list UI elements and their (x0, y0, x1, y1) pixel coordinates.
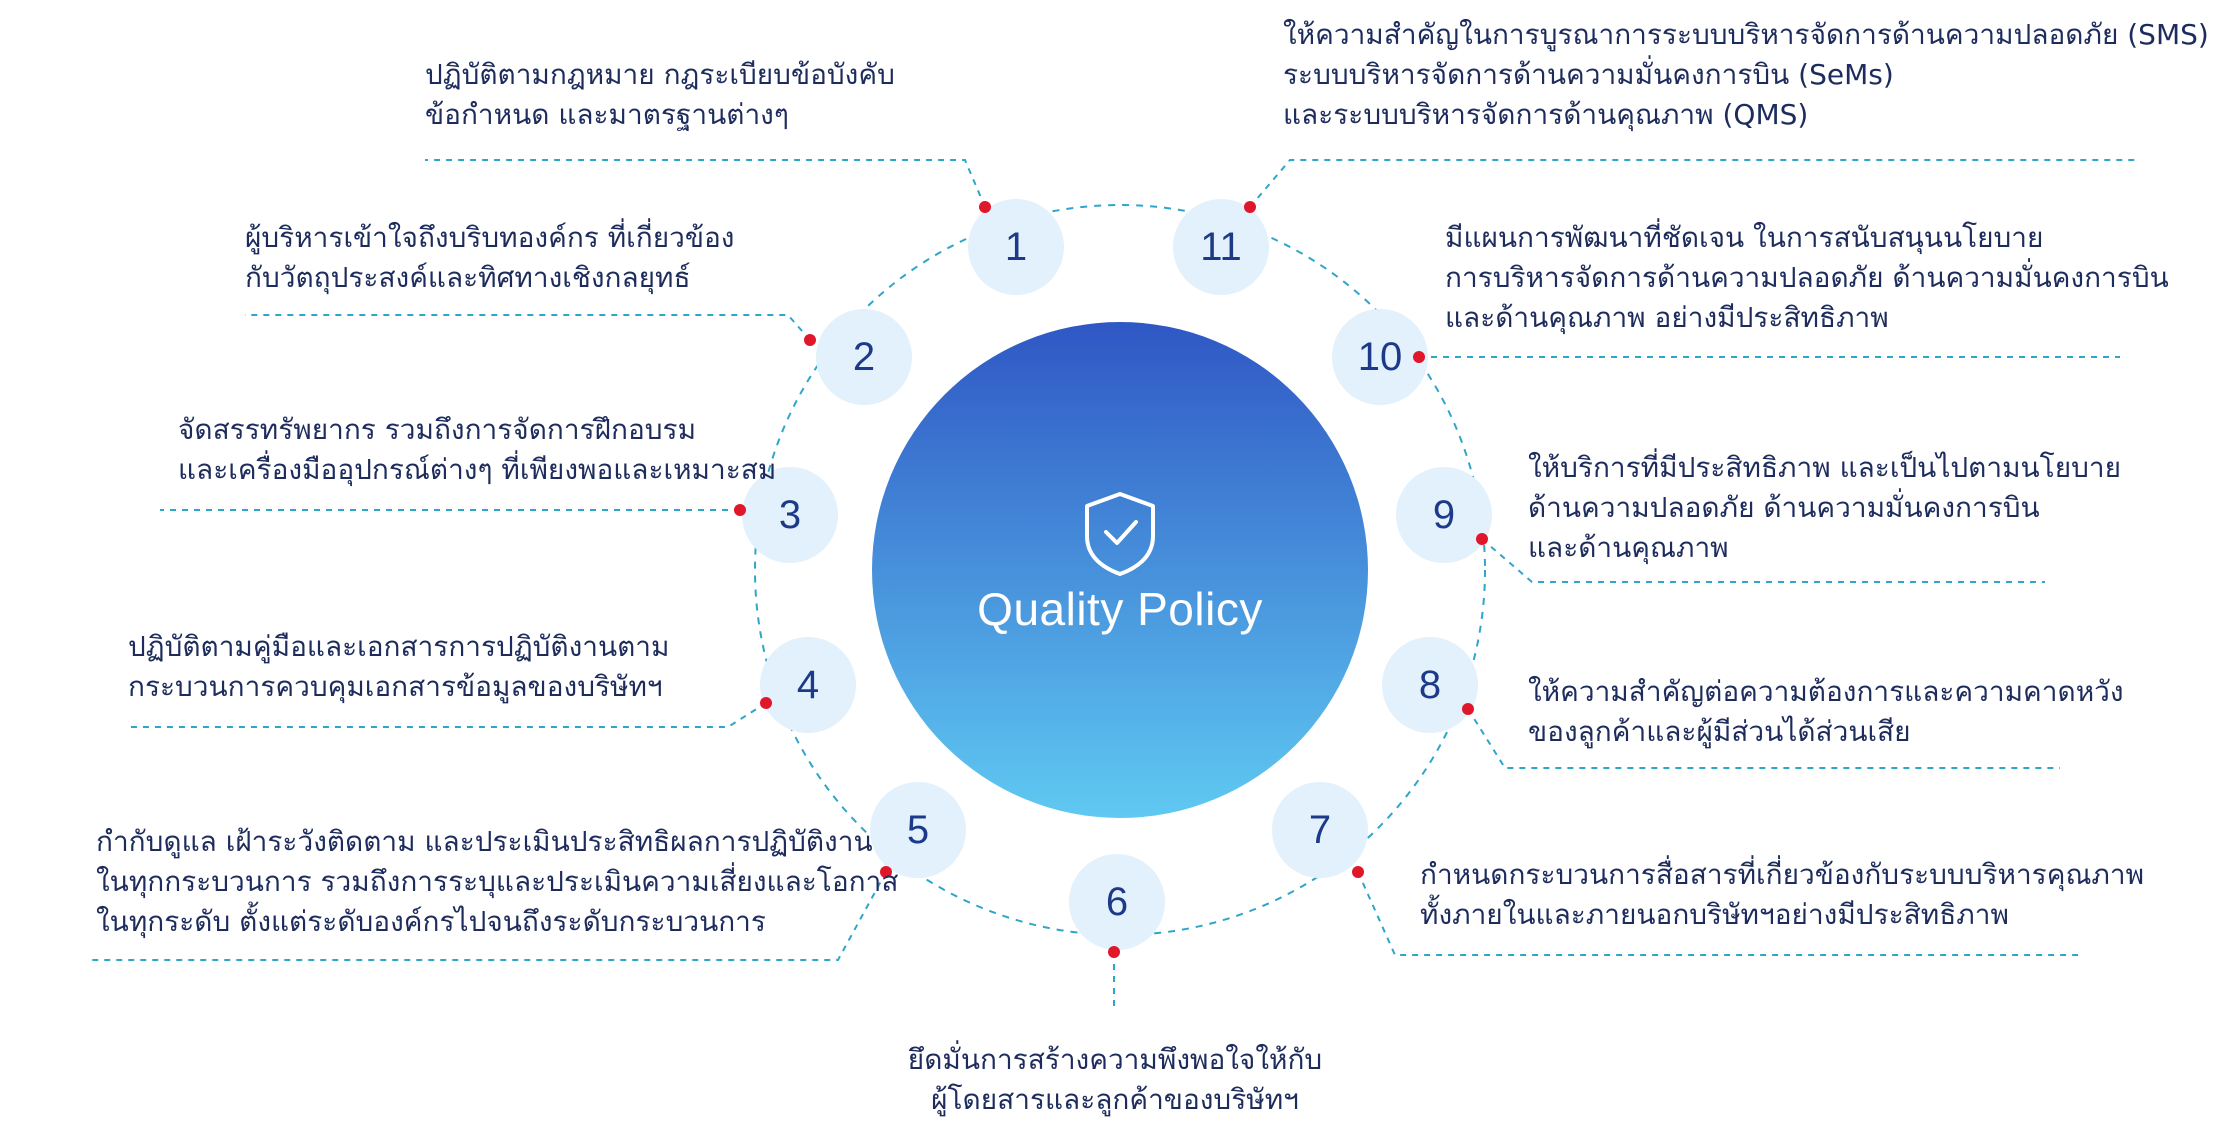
center-title: Quality Policy (977, 583, 1263, 635)
policy-text-11-line-3: และระบบบริหารจัดการด้านคุณภาพ (QMS) (1283, 98, 1809, 131)
connector-dot-2 (804, 334, 816, 346)
connector-line-5 (92, 871, 887, 961)
node-number-11: 11 (1200, 225, 1242, 269)
policy-text-10-line-1: มีแผนการพัฒนาที่ชัดเจน ในการสนับสนุนนโยบ… (1445, 221, 2044, 254)
policy-text-6: ยึดมั่นการสร้างความพึงพอใจให้กับผู้โดยสา… (880, 1040, 1350, 1120)
node-number-9: 9 (1432, 493, 1456, 537)
node-number-4: 4 (796, 663, 820, 707)
policy-text-1-line-1: ปฏิบัติตามกฎหมาย กฎระเบียบข้อบังคับ (425, 58, 895, 91)
node-circle-2 (816, 309, 912, 405)
node-circle-1 (968, 199, 1064, 295)
policy-text-6-line-1: ยึดมั่นการสร้างความพึงพอใจให้กับ (907, 1043, 1323, 1076)
node-number-8: 8 (1418, 663, 1442, 707)
connector-dot-8 (1462, 703, 1474, 715)
connector-line-1 (425, 159, 986, 208)
policy-text-1-line-2: ข้อกำหนด และมาตรฐานต่างๆ (425, 98, 789, 131)
node-number-2: 2 (852, 335, 876, 379)
policy-text-3: จัดสรรทรัพยากร รวมถึงการจัดการฝึกอบรมและ… (178, 410, 776, 490)
node-circle-4 (760, 637, 856, 733)
policy-text-11-line-1: ให้ความสำคัญในการบูรณาการระบบบริหารจัดกา… (1283, 18, 2209, 51)
connector-dot-3 (734, 504, 746, 516)
policy-text-5: กำกับดูแล เฝ้าระวังติดตาม และประเมินประส… (96, 822, 898, 942)
node-number-6: 6 (1105, 880, 1129, 924)
policy-text-5-line-1: กำกับดูแล เฝ้าระวังติดตาม และประเมินประส… (96, 825, 873, 858)
node-number-3: 3 (778, 493, 802, 537)
node-circle-3 (742, 467, 838, 563)
node-number-5: 5 (906, 808, 930, 852)
connector-line-11 (1249, 159, 2140, 208)
node-ring (754, 204, 1486, 936)
policy-text-7-line-2: ทั้งภายในและภายนอกบริษัทฯอย่างมีประสิทธิ… (1420, 898, 2009, 931)
policy-text-8-line-2: ของลูกค้าและผู้มีส่วนได้ส่วนเสีย (1528, 715, 1911, 748)
node-circle-6 (1069, 854, 1165, 950)
policy-text-5-line-3: ในทุกระดับ ตั้งแต่ระดับองค์กรไปจนถึงระดั… (96, 905, 766, 938)
connector-dot-1 (979, 201, 991, 213)
policy-text-2-line-1: ผู้บริหารเข้าใจถึงบริบทองค์กร ที่เกี่ยวข… (245, 221, 735, 254)
number-nodes (734, 199, 1492, 958)
connector-lines (92, 159, 2140, 1010)
policy-text-2: ผู้บริหารเข้าใจถึงบริบทองค์กร ที่เกี่ยวข… (245, 218, 734, 298)
policy-text-8: ให้ความสำคัญต่อความต้องการและความคาดหวัง… (1528, 672, 2124, 752)
node-number-1: 1 (1004, 225, 1028, 269)
policy-text-5-line-2: ในทุกกระบวนการ รวมถึงการระบุและประเมินคว… (96, 865, 899, 898)
policy-text-4-line-1: ปฏิบัติตามคู่มือและเอกสารการปฏิบัติงานตา… (128, 630, 670, 663)
connector-dot-11 (1244, 201, 1256, 213)
policy-text-8-line-1: ให้ความสำคัญต่อความต้องการและความคาดหวัง (1528, 675, 2124, 708)
connector-dot-9 (1476, 533, 1488, 545)
connector-dot-5 (880, 866, 892, 878)
policy-text-10-line-3: และด้านคุณภาพ อย่างมีประสิทธิภาพ (1445, 301, 1889, 334)
policy-text-10-line-2: การบริหารจัดการด้านความปลอดภัย ด้านความม… (1445, 261, 2169, 294)
connector-line-9 (1481, 538, 2045, 583)
node-circle-5 (870, 782, 966, 878)
policy-text-3-line-1: จัดสรรทรัพยากร รวมถึงการจัดการฝึกอบรม (178, 413, 697, 446)
policy-text-6-line-2: ผู้โดยสารและลูกค้าของบริษัทฯ (931, 1083, 1299, 1116)
node-circle-8 (1382, 637, 1478, 733)
policy-text-3-line-2: และเครื่องมืออุปกรณ์ต่างๆ ที่เพียงพอและเ… (178, 453, 777, 486)
connector-dot-6 (1108, 946, 1120, 958)
node-number-7: 7 (1308, 808, 1332, 852)
policy-text-9: ให้บริการที่มีประสิทธิภาพ และเป็นไปตามนโ… (1528, 448, 2121, 568)
node-number-10: 10 (1357, 335, 1403, 379)
policy-text-11: ให้ความสำคัญในการบูรณาการระบบบริหารจัดกา… (1283, 15, 2209, 135)
policy-text-4-line-2: กระบวนการควบคุมเอกสารข้อมูลของบริษัทฯ (128, 670, 663, 703)
center-circle (872, 322, 1368, 818)
policy-text-9-line-2: ด้านความปลอดภัย ด้านความมั่นคงการบิน (1528, 491, 2040, 524)
policy-text-2-line-2: กับวัตถุประสงค์และทิศทางเชิงกลยุทธ์ (245, 261, 691, 294)
policy-text-4: ปฏิบัติตามคู่มือและเอกสารการปฏิบัติงานตา… (128, 627, 669, 707)
connector-line-4 (128, 702, 767, 728)
policy-text-9-line-1: ให้บริการที่มีประสิทธิภาพ และเป็นไปตามนโ… (1528, 451, 2122, 484)
node-circle-7 (1272, 782, 1368, 878)
node-circle-10 (1332, 309, 1428, 405)
connector-dot-10 (1413, 351, 1425, 363)
connector-dot-4 (760, 697, 772, 709)
policy-text-1: ปฏิบัติตามกฎหมาย กฎระเบียบข้อบังคับข้อกำ… (425, 55, 895, 135)
node-circle-11 (1173, 199, 1269, 295)
policy-text-10: มีแผนการพัฒนาที่ชัดเจน ในการสนับสนุนนโยบ… (1445, 218, 2169, 338)
connector-dot-7 (1352, 866, 1364, 878)
policy-text-7: กำหนดกระบวนการสื่อสารที่เกี่ยวข้องกับระบ… (1420, 855, 2144, 935)
policy-text-11-line-2: ระบบบริหารจัดการด้านความมั่นคงการบิน (Se… (1283, 58, 1894, 91)
shield-check-icon (1085, 492, 1155, 576)
node-circle-9 (1396, 467, 1492, 563)
policy-text-7-line-1: กำหนดกระบวนการสื่อสารที่เกี่ยวข้องกับระบ… (1420, 858, 2145, 891)
connector-line-2 (245, 314, 811, 341)
policy-text-9-line-3: และด้านคุณภาพ (1528, 531, 1729, 564)
